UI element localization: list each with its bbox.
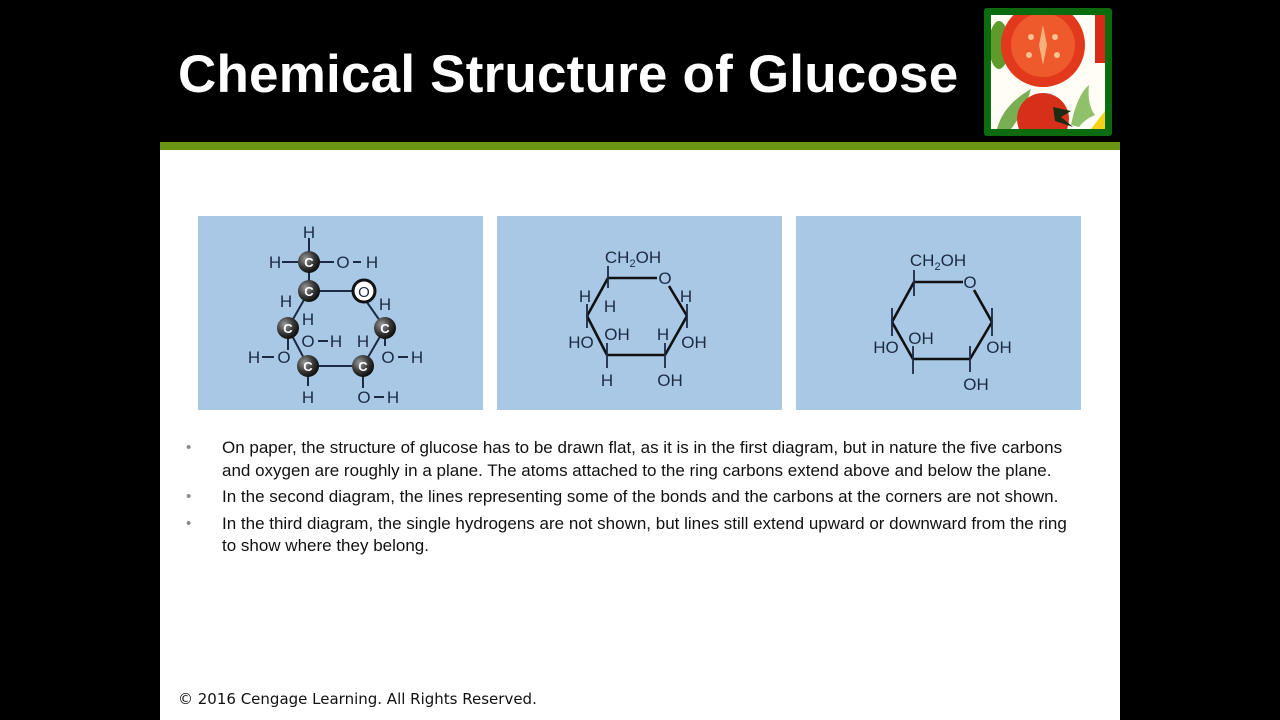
salad-photo-icon — [991, 15, 1105, 129]
bullet-text: On paper, the structure of glucose has t… — [222, 438, 1063, 480]
svg-text:O: O — [358, 284, 370, 301]
svg-text:H: H — [330, 332, 342, 351]
svg-text:H: H — [248, 348, 260, 367]
svg-text:C: C — [358, 359, 368, 374]
svg-text:CH2OH: CH2OH — [910, 251, 966, 273]
svg-text:H: H — [357, 332, 369, 351]
svg-text:OH: OH — [681, 333, 707, 352]
bullet-text: In the third diagram, the single hydroge… — [222, 513, 1067, 556]
bullet-glyph: • — [186, 488, 192, 505]
svg-text:C: C — [304, 255, 314, 270]
bullet-text: In the second diagram, the lines represe… — [222, 487, 1059, 506]
slide-header: Chemical Structure of Glucose — [160, 0, 1120, 142]
bullet-item: • In the third diagram, the single hydro… — [182, 513, 1082, 558]
svg-text:OH: OH — [963, 375, 989, 394]
bullet-item: • In the second diagram, the lines repre… — [182, 486, 1082, 509]
diagram-haworth-with-hydrogens: CH2OH O H H H HO OH H OH H OH — [497, 216, 782, 410]
svg-text:O: O — [301, 332, 314, 351]
svg-text:H: H — [579, 287, 591, 306]
bullet-list: • On paper, the structure of glucose has… — [182, 437, 1082, 562]
svg-text:OH: OH — [604, 325, 630, 344]
svg-text:H: H — [366, 253, 378, 272]
svg-text:CH2OH: CH2OH — [605, 248, 661, 270]
svg-text:H: H — [280, 292, 292, 311]
svg-text:HO: HO — [568, 333, 594, 352]
svg-text:H: H — [379, 295, 391, 314]
bullet-glyph: • — [186, 514, 192, 532]
svg-text:H: H — [303, 223, 315, 242]
slide-title: Chemical Structure of Glucose — [178, 45, 959, 104]
svg-text:H: H — [411, 348, 423, 367]
bullet-item: • On paper, the structure of glucose has… — [182, 437, 1082, 482]
svg-text:C: C — [283, 321, 293, 336]
diagram-haworth-no-hydrogens: CH2OH O HO OH OH OH — [796, 216, 1081, 410]
svg-text:H: H — [657, 325, 669, 344]
logo-image — [984, 8, 1112, 136]
svg-text:H: H — [302, 388, 314, 407]
copyright-footer: © 2016 Cengage Learning. All Rights Rese… — [178, 690, 537, 708]
diagram-flat-structure: C C C C C C O H H O H H H H O — [198, 216, 483, 410]
svg-text:H: H — [387, 388, 399, 407]
svg-text:O: O — [963, 273, 976, 292]
accent-bar — [160, 142, 1120, 150]
svg-text:OH: OH — [908, 329, 934, 348]
svg-text:H: H — [680, 287, 692, 306]
svg-text:H: H — [601, 371, 613, 390]
svg-text:O: O — [658, 269, 671, 288]
svg-text:OH: OH — [657, 371, 683, 390]
diagram-row: C C C C C C O H H O H H H H O — [198, 216, 1082, 410]
svg-text:O: O — [381, 348, 394, 367]
svg-text:C: C — [380, 321, 390, 336]
svg-text:O: O — [357, 388, 370, 407]
slide: Chemical Structure of Glucose — [160, 0, 1120, 720]
bullet-glyph: • — [186, 439, 192, 456]
svg-text:H: H — [604, 297, 616, 316]
svg-text:O: O — [277, 348, 290, 367]
svg-text:C: C — [303, 359, 313, 374]
svg-text:OH: OH — [986, 338, 1012, 357]
svg-text:O: O — [336, 253, 349, 272]
svg-text:H: H — [302, 310, 314, 329]
svg-text:C: C — [304, 284, 314, 299]
svg-text:H: H — [269, 253, 281, 272]
svg-text:HO: HO — [873, 338, 899, 357]
